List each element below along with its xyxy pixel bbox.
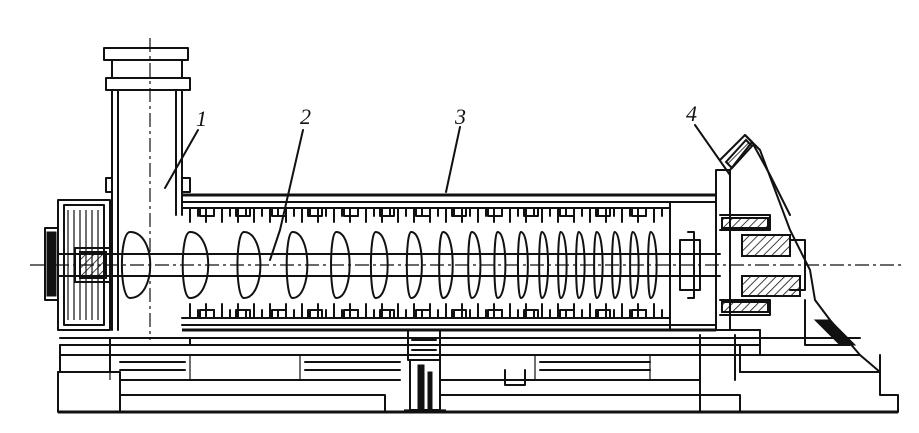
screw-flight (369, 231, 389, 299)
lower-barrel-bars (189, 303, 663, 319)
screw-flight (593, 231, 604, 299)
barrel-clamp (199, 309, 215, 319)
barrel-bar (253, 303, 263, 319)
barrel-bar (653, 303, 663, 319)
barrel-bar (589, 207, 599, 223)
screw-flight (538, 231, 550, 299)
barrel-bar (445, 207, 455, 223)
barrel-bar (445, 303, 455, 319)
screw-flight (557, 231, 568, 299)
barrel-clamp (235, 207, 251, 217)
barrel-bar (653, 207, 663, 223)
barrel-bar (621, 303, 631, 319)
callout-labels: 1 2 3 4 (196, 101, 697, 131)
barrel-clamp (451, 309, 467, 319)
screw-flight (330, 231, 351, 299)
barrel-clamp (631, 207, 647, 217)
barrel-bar (333, 303, 343, 319)
barrel-bar (573, 303, 583, 319)
callout-1: 1 (196, 106, 207, 131)
barrel-bar (301, 207, 311, 223)
screw-flight (517, 231, 529, 299)
screw-flight (120, 231, 152, 299)
barrel-bar (269, 207, 279, 223)
barrel-bar (621, 207, 631, 223)
screw-flight (493, 231, 507, 299)
screw-flight (629, 231, 640, 299)
barrel-bar (365, 207, 375, 223)
barrel-clamp (559, 309, 575, 319)
screw-flight (575, 231, 586, 299)
barrel-bar (365, 303, 375, 319)
barrel-bar (221, 207, 231, 223)
barrel-bar (285, 303, 295, 319)
barrel-bar (413, 207, 423, 223)
barrel-bar (285, 207, 295, 223)
barrel-clamp (343, 207, 359, 217)
screw-flight (438, 231, 454, 299)
barrel-clamp (415, 309, 431, 319)
barrel-bar (397, 303, 407, 319)
barrel-clamp (307, 207, 323, 217)
barrel-bar (573, 207, 583, 223)
barrel-clamp (343, 309, 359, 319)
barrel-bar (269, 303, 279, 319)
barrel-bar (589, 303, 599, 319)
barrel-bar (397, 207, 407, 223)
barrel-bar (477, 207, 487, 223)
callout-3: 3 (454, 104, 466, 129)
callout-4: 4 (686, 101, 697, 126)
barrel-clamp (271, 309, 287, 319)
barrel-bar (509, 303, 519, 319)
barrel-bar (429, 303, 439, 319)
right-drive-housing (679, 134, 881, 373)
screw-flight (236, 231, 262, 299)
screw-flight (405, 231, 423, 299)
callout-2: 2 (300, 104, 311, 129)
barrel-clamp (523, 207, 539, 217)
barrel-bar (333, 207, 343, 223)
barrel-clamp (415, 207, 431, 217)
barrel-bar (301, 303, 311, 319)
barrel-clamp (523, 309, 539, 319)
barrel-bar (477, 303, 487, 319)
barrel-bar (557, 303, 567, 319)
screw-flight (611, 231, 622, 299)
barrel-bar (253, 207, 263, 223)
center-support (404, 329, 446, 411)
barrel-clamp (487, 309, 503, 319)
barrel-clamp (307, 309, 323, 319)
barrel-bar (541, 303, 551, 319)
barrel-clamp (487, 207, 503, 217)
base-frame (57, 334, 899, 414)
barrel-clamp (631, 309, 647, 319)
barrel-bar (413, 303, 423, 319)
barrel-bar (509, 207, 519, 223)
screw-flights (120, 231, 658, 299)
feed-hopper (103, 38, 191, 340)
screw-flight (181, 231, 210, 299)
barrel-bar (557, 207, 567, 223)
barrel-bar (189, 303, 199, 319)
upper-barrel-bars (189, 207, 663, 223)
barrel-bar (429, 207, 439, 223)
screw-flight (285, 231, 309, 299)
screw-flight (467, 231, 482, 299)
barrel-clamp (451, 207, 467, 217)
barrel-clamp (379, 207, 395, 217)
barrel-bar (541, 207, 551, 223)
barrel-clamp (271, 207, 287, 217)
barrel-clamp (235, 309, 251, 319)
callout-leaders (164, 124, 731, 261)
screw-flight (647, 231, 658, 299)
barrel-clamp (199, 207, 215, 217)
barrel-clamp (595, 309, 611, 319)
barrel-clamp (595, 207, 611, 217)
barrel-clamp (559, 207, 575, 217)
barrel-clamp (379, 309, 395, 319)
barrel-bar (189, 207, 199, 223)
barrel-bar (221, 303, 231, 319)
